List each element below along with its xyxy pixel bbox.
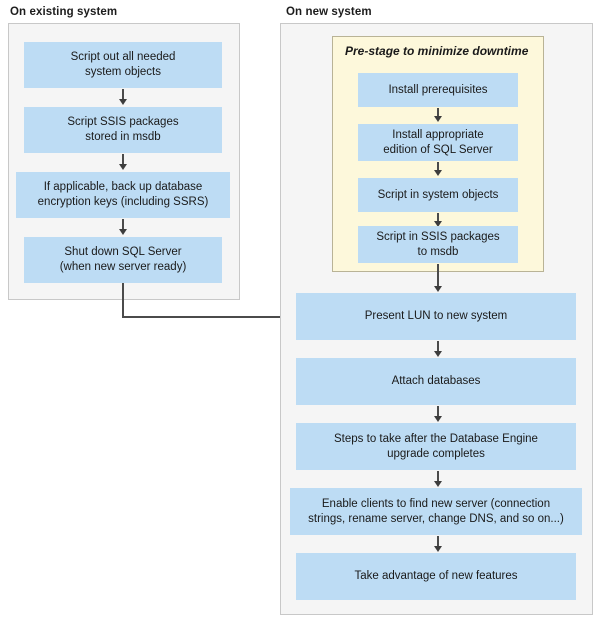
node-script-out-system-objects[interactable]: Script out all needed system objects (24, 42, 222, 88)
node-present-lun[interactable]: Present LUN to new system (296, 293, 576, 340)
node-script-ssis-packages[interactable]: Script SSIS packages stored in msdb (24, 107, 222, 153)
connector-new-3 (437, 471, 439, 482)
node-take-advantage-features[interactable]: Take advantage of new features (296, 553, 576, 600)
connector-existing-2 (122, 154, 124, 165)
arrow-down-icon (433, 116, 442, 122)
node-attach-databases[interactable]: Attach databases (296, 358, 576, 405)
connector-new-4 (437, 536, 439, 547)
node-enable-clients[interactable]: Enable clients to find new server (conne… (290, 488, 582, 535)
panel-title-new-system: On new system (286, 6, 372, 18)
node-install-sql-server-edition[interactable]: Install appropriate edition of SQL Serve… (358, 124, 518, 161)
node-post-upgrade-steps[interactable]: Steps to take after the Database Engine … (296, 423, 576, 470)
connector-stage-2 (437, 162, 439, 171)
connector-existing-1 (122, 89, 124, 100)
panel-title-existing-system: On existing system (10, 6, 118, 18)
arrow-down-icon (118, 229, 127, 235)
arrow-down-icon (433, 481, 442, 487)
connector-stage-exit (437, 264, 439, 287)
arrow-down-icon (433, 221, 442, 227)
node-back-up-encryption-keys[interactable]: If applicable, back up database encrypti… (16, 172, 230, 218)
node-script-in-system-objects[interactable]: Script in system objects (358, 178, 518, 212)
node-install-prerequisites[interactable]: Install prerequisites (358, 73, 518, 107)
stage-label-pre-stage: Pre-stage to minimize downtime (345, 44, 529, 58)
arrow-down-icon (433, 351, 442, 357)
connector-existing-3 (122, 219, 124, 230)
arrow-down-icon (118, 164, 127, 170)
connector-new-1 (437, 341, 439, 352)
arrow-down-icon (433, 546, 442, 552)
connector-stage-3 (437, 213, 439, 222)
node-script-in-ssis-packages[interactable]: Script in SSIS packages to msdb (358, 226, 518, 263)
arrow-down-icon (433, 416, 442, 422)
arrow-down-icon (433, 286, 442, 292)
arrow-down-icon (433, 170, 442, 176)
connector-stage-1 (437, 108, 439, 117)
connector-new-2 (437, 406, 439, 417)
arrow-down-icon (118, 99, 127, 105)
cross-connector-vertical (122, 283, 124, 317)
node-shut-down-sql-server[interactable]: Shut down SQL Server (when new server re… (24, 237, 222, 283)
cross-connector-horizontal (122, 316, 286, 318)
